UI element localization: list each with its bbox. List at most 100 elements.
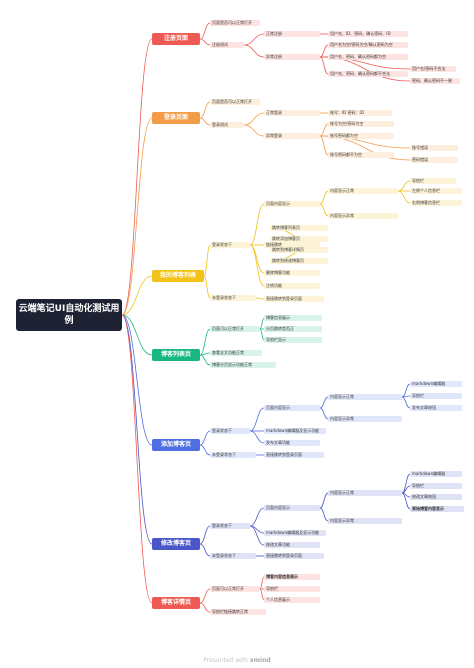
- footer: Presented with xmind: [0, 657, 474, 664]
- editblog-topic[interactable]: markdown编辑器: [410, 471, 462, 477]
- detail-topic[interactable]: 导航栏链接跳转正常: [210, 609, 266, 615]
- detail-topic[interactable]: 页面可以正常打开: [210, 586, 260, 592]
- editblog-topic[interactable]: 导航栏: [410, 483, 462, 489]
- branch-detail[interactable]: 博客详情页: [152, 597, 200, 609]
- editblog-topic[interactable]: 直接跳转到登录页面: [264, 553, 324, 559]
- connector-line: [401, 396, 411, 409]
- bloglist-topic[interactable]: 博客分页显示功能正常: [210, 362, 276, 368]
- login-topic[interactable]: 账号错误: [410, 145, 458, 151]
- register-topic[interactable]: 用户名、密码、确认密码都为空: [328, 54, 408, 60]
- myblog-topic[interactable]: 左侧个人信息栏: [410, 188, 462, 194]
- detail-topic[interactable]: 导航栏: [264, 586, 320, 592]
- root-title: 云端笔记UI自动化测试用例: [18, 304, 120, 326]
- login-topic[interactable]: 页面是否可以正常打开: [210, 99, 260, 105]
- login-topic[interactable]: 异常登录: [264, 133, 320, 139]
- myblog-topic[interactable]: 未登录状态下: [210, 295, 256, 301]
- editblog-topic[interactable]: 原始博客内容显示: [410, 506, 464, 512]
- myblog-topic[interactable]: 跳转到修改博客页: [270, 258, 328, 264]
- myblog-topic[interactable]: 右侧博客信息栏: [410, 200, 462, 206]
- branch-editblog[interactable]: 修改博客页: [152, 538, 200, 550]
- login-topic[interactable]: 账号密码都不为空: [328, 152, 394, 158]
- register-topic[interactable]: 异常注册: [264, 54, 320, 60]
- addblog-topic[interactable]: 内容显示异常: [328, 416, 402, 422]
- myblog-topic[interactable]: 直接跳转到登录页面: [264, 296, 324, 302]
- connector-line: [243, 33, 265, 46]
- addblog-topic[interactable]: 发布文章按钮: [410, 405, 462, 411]
- addblog-topic[interactable]: 发布文章功能: [264, 440, 320, 446]
- login-topic[interactable]: 账号：ID 密码：ID: [328, 110, 392, 116]
- addblog-topic[interactable]: markdown编辑器: [410, 381, 462, 387]
- connector-line: [199, 588, 211, 604]
- connector-line: [319, 507, 329, 522]
- branch-login[interactable]: 登录页面: [152, 112, 200, 124]
- register-topic[interactable]: 用户名、ID、密码、确认密码、ID: [328, 31, 408, 37]
- connector-line: [319, 492, 329, 509]
- myblog-topic[interactable]: 跳转到博客详情页: [270, 247, 328, 253]
- bloglist-topic[interactable]: 博客信息展示: [264, 315, 322, 321]
- detail-topic[interactable]: 个人信息展示: [264, 597, 320, 603]
- connector-line: [121, 314, 153, 446]
- detail-topic[interactable]: 博客内容信息展示: [264, 574, 320, 580]
- bloglist-topic[interactable]: 导航栏显示: [264, 337, 322, 343]
- editblog-topic[interactable]: 登录状态下: [210, 523, 250, 529]
- branch-myblog[interactable]: 我的博客列表: [152, 270, 204, 282]
- myblog-topic[interactable]: 删除博客功能: [264, 270, 320, 276]
- editblog-topic[interactable]: 内容显示异常: [328, 518, 402, 524]
- myblog-topic[interactable]: 链接跳转: [264, 242, 320, 248]
- myblog-topic[interactable]: 注销功能: [264, 283, 320, 289]
- register-topic[interactable]: 用户名/密码不合法: [410, 66, 456, 72]
- connector-line: [319, 190, 329, 205]
- connector-line: [199, 543, 211, 557]
- register-topic[interactable]: 注册测试: [210, 42, 244, 48]
- connector-line: [199, 328, 211, 356]
- register-topic[interactable]: 页面是否可以正常打开: [210, 20, 260, 26]
- myblog-topic[interactable]: 导航栏: [410, 178, 456, 184]
- branch-register[interactable]: 注册页面: [152, 33, 200, 45]
- root-topic[interactable]: 云端笔记UI自动化测试用例: [16, 299, 122, 331]
- myblog-topic[interactable]: 内容显示异常: [328, 213, 398, 219]
- myblog-topic[interactable]: 内容显示正常: [328, 188, 398, 194]
- register-topic[interactable]: 密码、确认密码不一致: [410, 78, 460, 84]
- myblog-topic[interactable]: 页面内容显示: [264, 201, 320, 207]
- addblog-topic[interactable]: 未登录状态下: [210, 452, 256, 458]
- bloglist-topic[interactable]: 页面可以正常打开: [210, 326, 260, 332]
- login-topic[interactable]: 账号为空/密码为空: [328, 121, 394, 127]
- branch-bloglist[interactable]: 博客列表页: [152, 349, 200, 361]
- connector-line: [397, 190, 411, 204]
- connector-line: [199, 602, 211, 613]
- register-topic[interactable]: 正常注册: [264, 31, 320, 37]
- addblog-topic[interactable]: 页面内容显示: [264, 405, 320, 411]
- addblog-topic[interactable]: 内容显示正常: [328, 394, 402, 400]
- connector-line: [319, 407, 329, 420]
- editblog-topic[interactable]: 修改文章按钮: [410, 494, 462, 500]
- addblog-topic[interactable]: 导航栏: [410, 393, 462, 399]
- bloglist-topic[interactable]: 查看全文功能正常: [210, 350, 262, 356]
- connector-line: [249, 244, 265, 274]
- login-topic[interactable]: 登录测试: [210, 122, 244, 128]
- login-topic[interactable]: 正常登录: [264, 110, 320, 116]
- myblog-topic[interactable]: 跳转添加博客页: [270, 236, 328, 242]
- connector-line: [199, 101, 211, 119]
- myblog-topic[interactable]: 登录状态下: [210, 242, 250, 248]
- editblog-topic[interactable]: 页面内容显示: [264, 505, 320, 511]
- myblog-topic[interactable]: 跳转博客列表页: [270, 225, 328, 231]
- register-topic[interactable]: 用户名为空/密码为空/确认密码为空: [328, 42, 408, 48]
- branch-addblog[interactable]: 添加博客页: [152, 439, 200, 451]
- editblog-topic[interactable]: 内容显示正常: [328, 490, 402, 496]
- register-topic[interactable]: 用户名、密码、确认密码都不合法: [328, 71, 408, 77]
- addblog-topic[interactable]: 登录状态下: [210, 428, 250, 434]
- bloglist-topic[interactable]: 分页跳转是否正: [264, 326, 322, 332]
- editblog-topic[interactable]: 未登录状态下: [210, 553, 256, 559]
- login-topic[interactable]: 账号密码都为空: [328, 133, 394, 139]
- editblog-topic[interactable]: 修改文章功能: [264, 542, 320, 548]
- connector-line: [255, 297, 265, 300]
- login-topic[interactable]: 密码错误: [410, 157, 458, 163]
- connector-line: [319, 203, 329, 217]
- connector-line: [319, 123, 329, 137]
- connector-line: [249, 507, 265, 527]
- addblog-topic[interactable]: 直接跳转到登录页面: [264, 452, 324, 458]
- connector-line: [243, 124, 265, 137]
- editblog-topic[interactable]: markdown编辑器及显示功能: [264, 530, 326, 536]
- addblog-topic[interactable]: markdown编辑器及显示功能: [264, 428, 326, 434]
